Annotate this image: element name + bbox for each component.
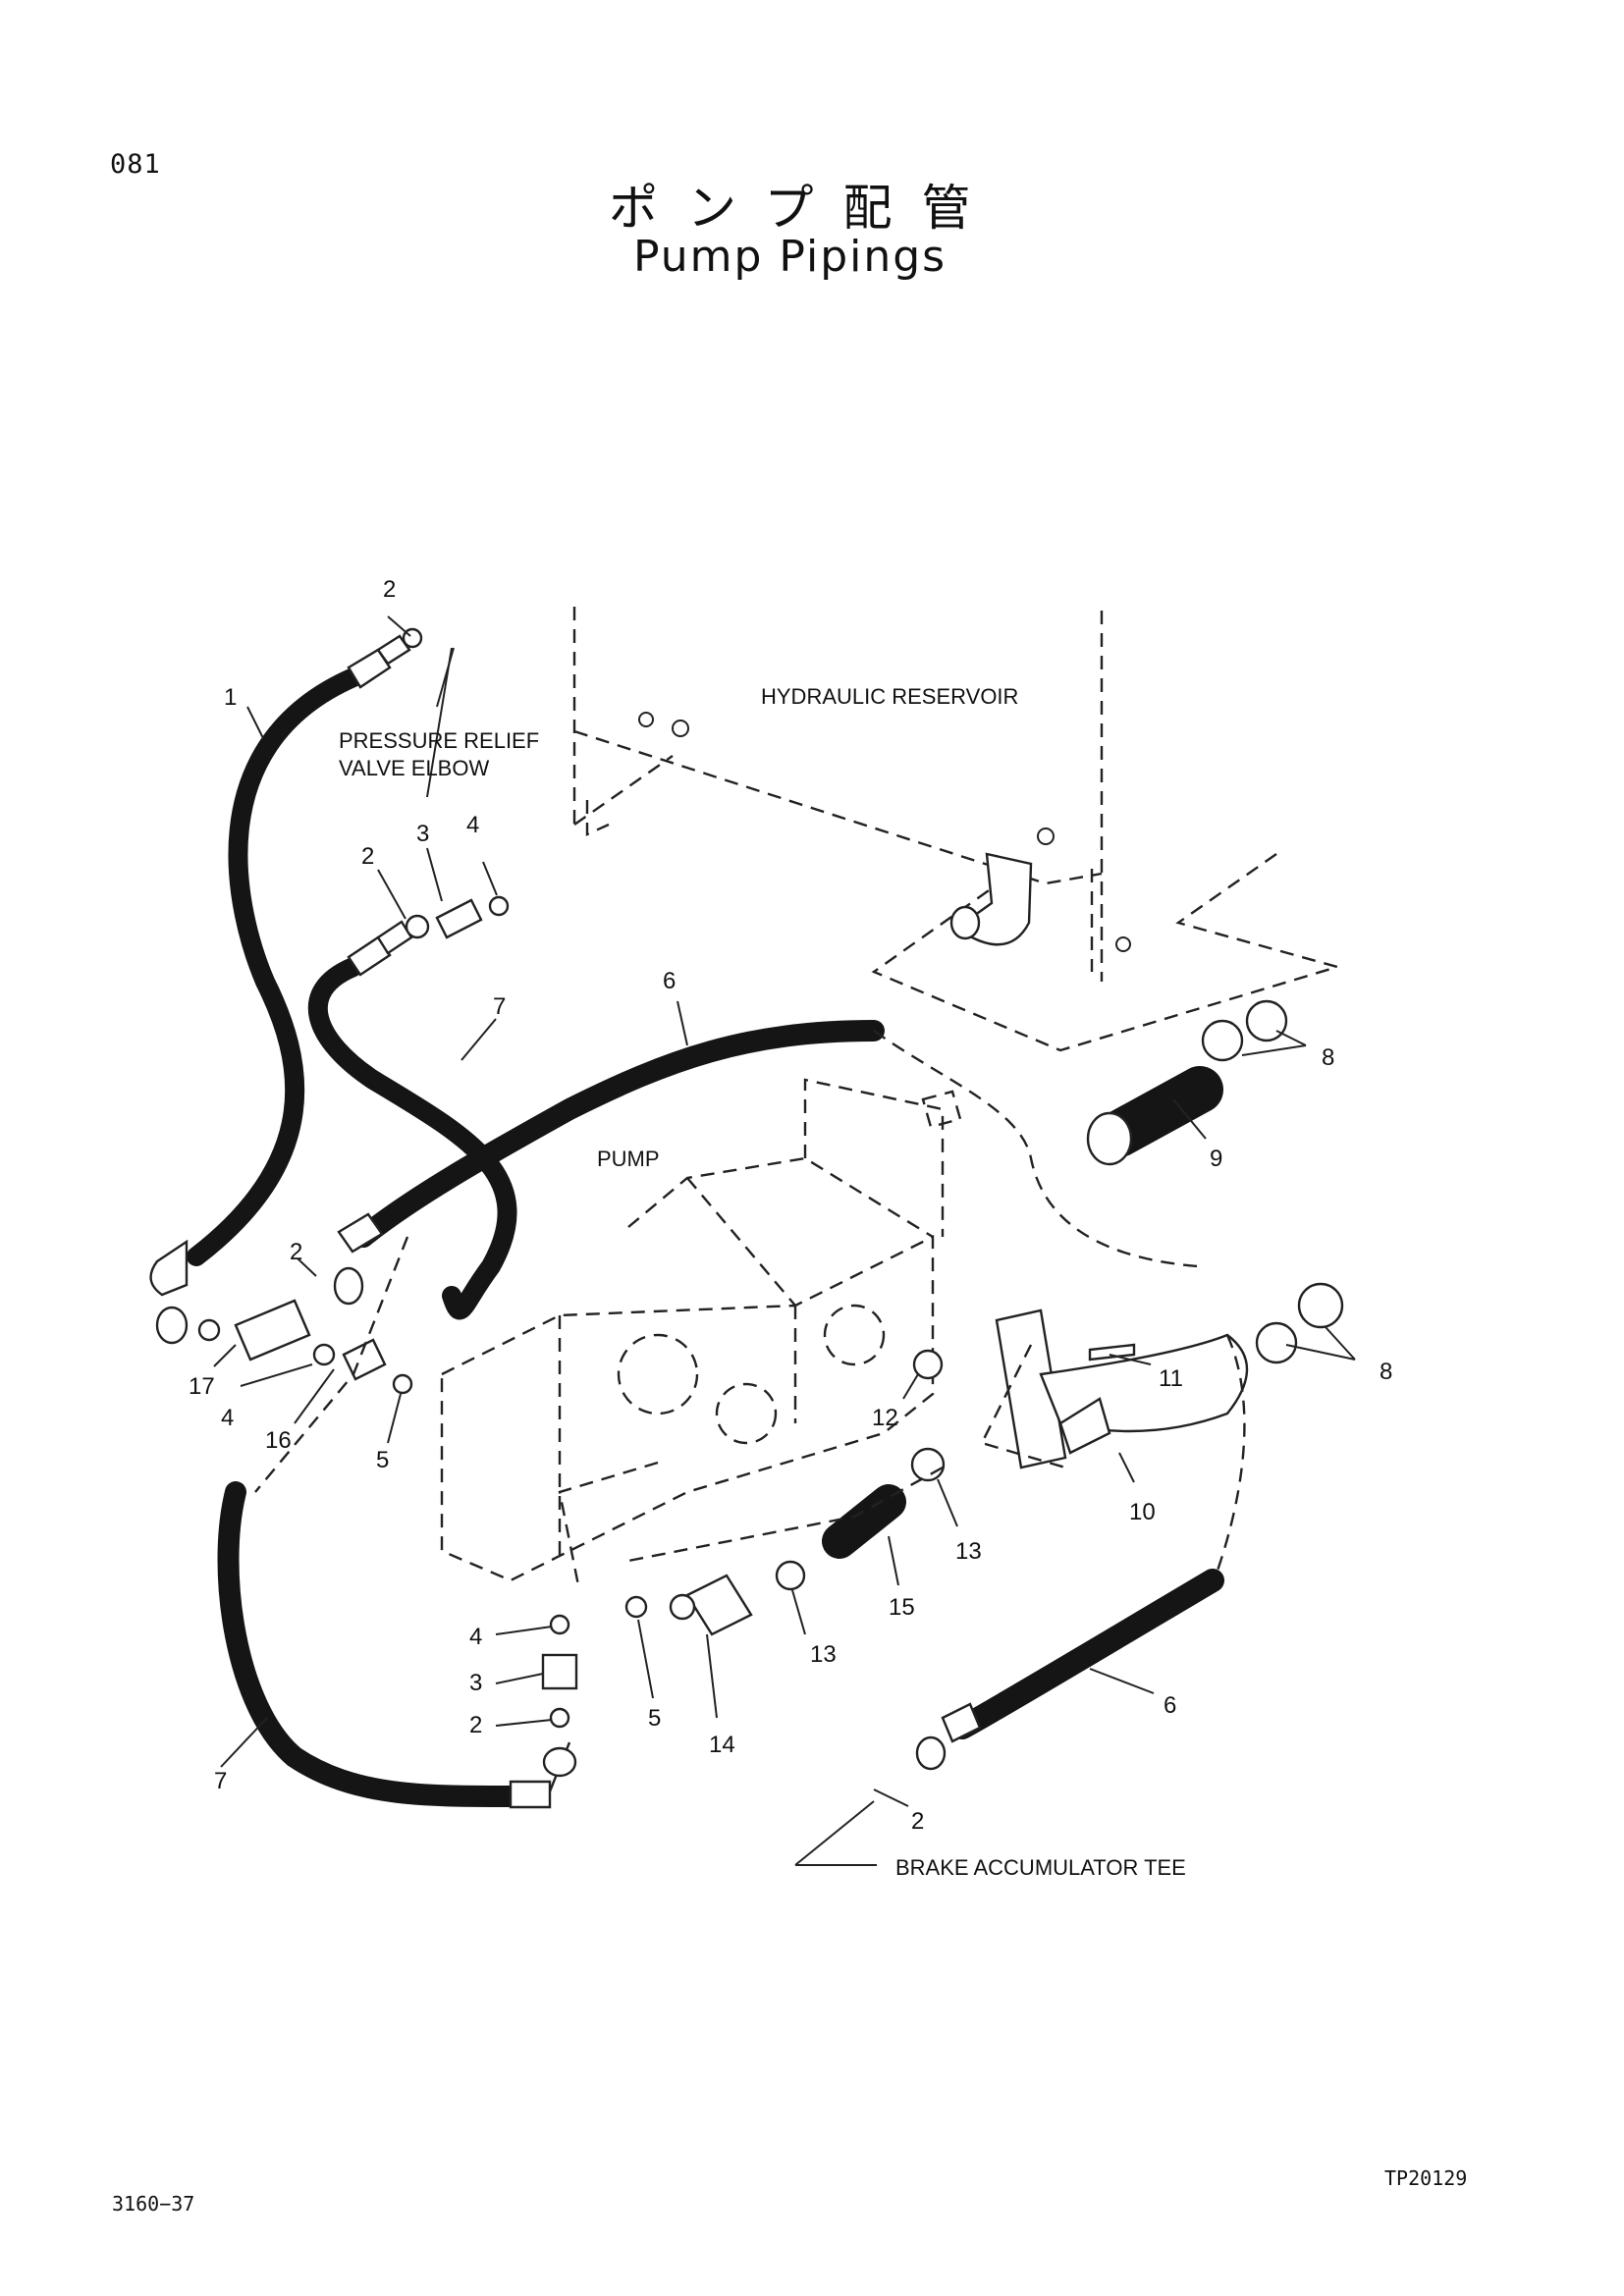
callout-13: 13 bbox=[955, 1538, 982, 1565]
callout-1: 1 bbox=[224, 684, 237, 711]
hose-6-lower bbox=[915, 1569, 1224, 1771]
reference-code: TP20129 bbox=[1384, 2166, 1468, 2190]
hose-7-lower bbox=[217, 1481, 577, 1809]
callout-2: 2 bbox=[361, 843, 374, 870]
callout-2: 2 bbox=[383, 576, 396, 603]
leader-dashes bbox=[254, 1030, 1199, 1591]
pump-body bbox=[440, 1078, 962, 1582]
hose-1 bbox=[149, 634, 411, 1345]
label-brake-accumulator-tee: BRAKE ACCUMULATOR TEE bbox=[895, 1855, 1186, 1880]
label-pressure-relief: PRESSURE RELIEF bbox=[339, 728, 539, 753]
reservoir-suction-elbow bbox=[949, 852, 1033, 946]
callout-4: 4 bbox=[469, 1624, 482, 1650]
label-pump: PUMP bbox=[597, 1147, 660, 1171]
leader-lines bbox=[213, 615, 1356, 1866]
callout-4: 4 bbox=[221, 1405, 234, 1431]
callout-7: 7 bbox=[214, 1768, 227, 1794]
callout-2: 2 bbox=[469, 1712, 482, 1738]
callout-5: 5 bbox=[648, 1705, 661, 1732]
callout-8: 8 bbox=[1380, 1359, 1392, 1385]
hose-7-upper bbox=[307, 920, 517, 1320]
clamps-8-lower bbox=[1255, 1282, 1344, 1364]
callout-2: 2 bbox=[911, 1808, 924, 1835]
callout-13: 13 bbox=[810, 1641, 837, 1668]
label-hydraulic-reservoir: HYDRAULIC RESERVOIR bbox=[761, 684, 1018, 709]
callout-12: 12 bbox=[872, 1405, 898, 1431]
lower-small-parts bbox=[624, 1349, 946, 1636]
callout-8: 8 bbox=[1322, 1044, 1334, 1071]
drawing-number: 3160−37 bbox=[112, 2192, 195, 2216]
callout-14: 14 bbox=[709, 1732, 735, 1758]
left-fittings bbox=[197, 1299, 413, 1395]
callout-10: 10 bbox=[1129, 1499, 1156, 1525]
upper-fittings bbox=[402, 627, 510, 939]
suction-elbow-10 bbox=[995, 1308, 1249, 1572]
callout-16: 16 bbox=[265, 1427, 292, 1454]
callout-17: 17 bbox=[189, 1373, 215, 1400]
hose-6-upper bbox=[333, 1020, 885, 1306]
page-title-japanese: ポンプ配管 bbox=[609, 180, 1001, 237]
callout-2: 2 bbox=[290, 1239, 302, 1265]
callout-9: 9 bbox=[1210, 1146, 1222, 1172]
callout-3: 3 bbox=[469, 1670, 482, 1696]
callout-11: 11 bbox=[1159, 1365, 1183, 1392]
callout-3: 3 bbox=[416, 821, 429, 847]
callout-4: 4 bbox=[466, 812, 479, 838]
label-valve-elbow: VALVE ELBOW bbox=[339, 756, 489, 780]
hose-9 bbox=[1086, 1066, 1223, 1166]
lower-fitting-stack bbox=[541, 1614, 578, 1729]
callout-7: 7 bbox=[493, 993, 506, 1020]
page-title: Pump Pipings bbox=[633, 232, 947, 282]
callout-6: 6 bbox=[1164, 1692, 1176, 1719]
callout-15: 15 bbox=[889, 1594, 915, 1621]
hydraulic-reservoir-outline bbox=[572, 607, 1342, 1052]
page-number: 081 bbox=[110, 149, 161, 180]
callout-6: 6 bbox=[663, 968, 676, 994]
callout-5: 5 bbox=[376, 1447, 389, 1473]
